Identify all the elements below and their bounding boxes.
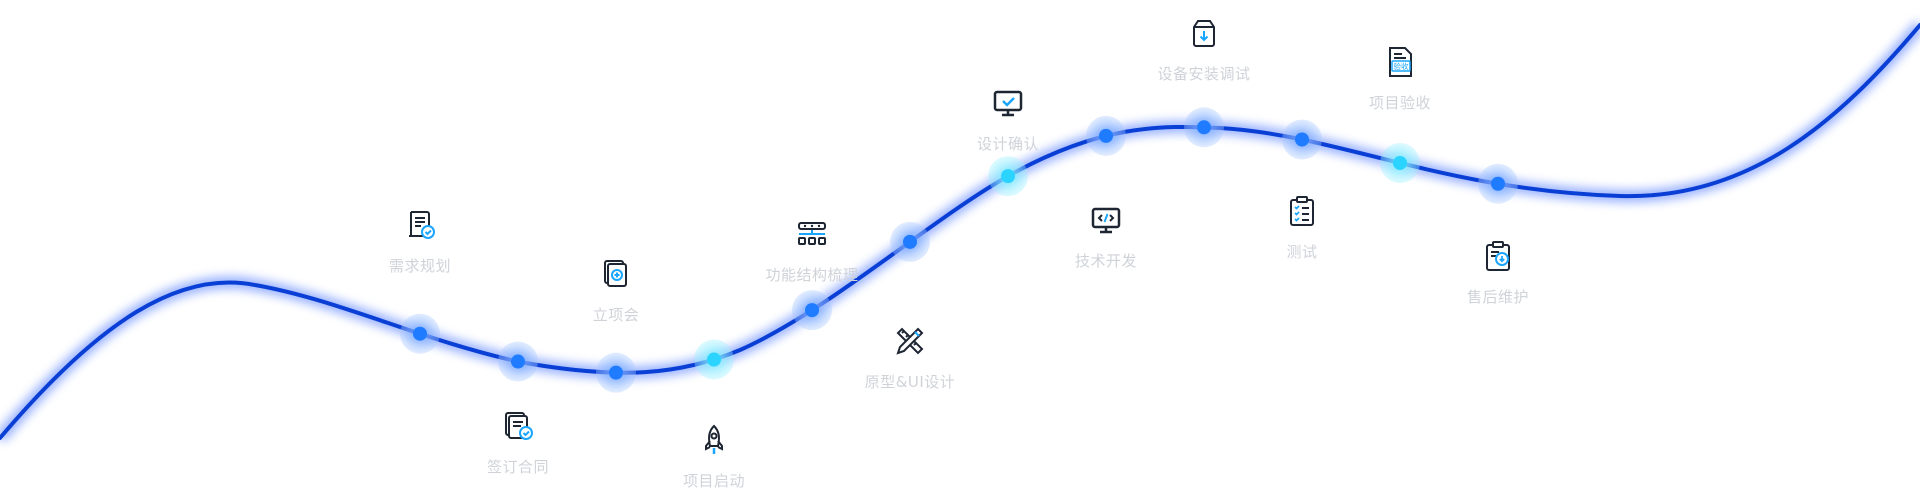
step-需求规划[interactable]: 需求规划 <box>350 205 490 276</box>
stacked-contract-check-icon <box>498 406 538 446</box>
step-售后维护[interactable]: 售后维护 <box>1428 236 1568 307</box>
step-项目验收[interactable]: 验收 项目验收 <box>1330 42 1470 113</box>
stacked-document-plus-icon <box>596 254 636 294</box>
step-label: 项目验收 <box>1368 94 1431 112</box>
step-签订合同[interactable]: 签订合同 <box>448 406 588 477</box>
node-dot[interactable] <box>903 234 917 249</box>
acceptance-stamp-text: 验收 <box>1394 61 1410 71</box>
node-dot[interactable] <box>1099 128 1113 143</box>
step-label: 设计确认 <box>976 135 1039 153</box>
clipboard-checklist-icon <box>1282 191 1322 231</box>
step-原型UI设计[interactable]: 原型&UI设计 <box>840 321 980 392</box>
node-dot[interactable] <box>1393 155 1407 170</box>
clipboard-download-icon <box>1478 236 1518 276</box>
monitor-code-icon <box>1086 200 1126 240</box>
step-label: 设备安装调试 <box>1157 65 1251 83</box>
node-dot[interactable] <box>805 303 819 318</box>
step-项目启动[interactable]: 项目启动 <box>644 420 784 491</box>
document-check-icon <box>400 205 440 245</box>
node-dot[interactable] <box>1001 169 1015 184</box>
step-设计确认[interactable]: 设计确认 <box>938 83 1078 154</box>
step-label: 功能结构梳理 <box>765 266 859 284</box>
monitor-check-icon <box>988 83 1028 123</box>
timeline-nodes <box>400 107 1518 393</box>
step-功能结构梳理[interactable]: 功能结构梳理 <box>742 214 882 285</box>
node-dot[interactable] <box>707 352 721 367</box>
box-download-icon <box>1184 13 1224 53</box>
node-dot[interactable] <box>1491 176 1505 191</box>
step-label: 需求规划 <box>388 257 451 275</box>
step-label: 签订合同 <box>486 458 549 476</box>
node-dot[interactable] <box>609 365 623 380</box>
step-设备安装调试[interactable]: 设备安装调试 <box>1134 13 1274 84</box>
step-立项会[interactable]: 立项会 <box>546 254 686 325</box>
step-label: 项目启动 <box>682 472 745 490</box>
step-label: 原型&UI设计 <box>864 373 956 391</box>
step-测试[interactable]: 测试 <box>1232 191 1372 262</box>
node-dot[interactable] <box>1197 120 1211 135</box>
step-label: 立项会 <box>592 306 640 324</box>
ruler-pencil-icon <box>890 321 930 361</box>
step-label: 技术开发 <box>1074 252 1137 270</box>
structure-icon <box>792 214 832 254</box>
node-dot[interactable] <box>413 326 427 341</box>
step-label: 售后维护 <box>1466 288 1529 306</box>
step-label: 测试 <box>1286 243 1318 261</box>
node-dot[interactable] <box>511 354 525 369</box>
acceptance-document-icon: 验收 <box>1380 42 1420 82</box>
rocket-icon <box>694 420 734 460</box>
node-dot[interactable] <box>1295 132 1309 147</box>
step-技术开发[interactable]: 技术开发 <box>1036 200 1176 271</box>
